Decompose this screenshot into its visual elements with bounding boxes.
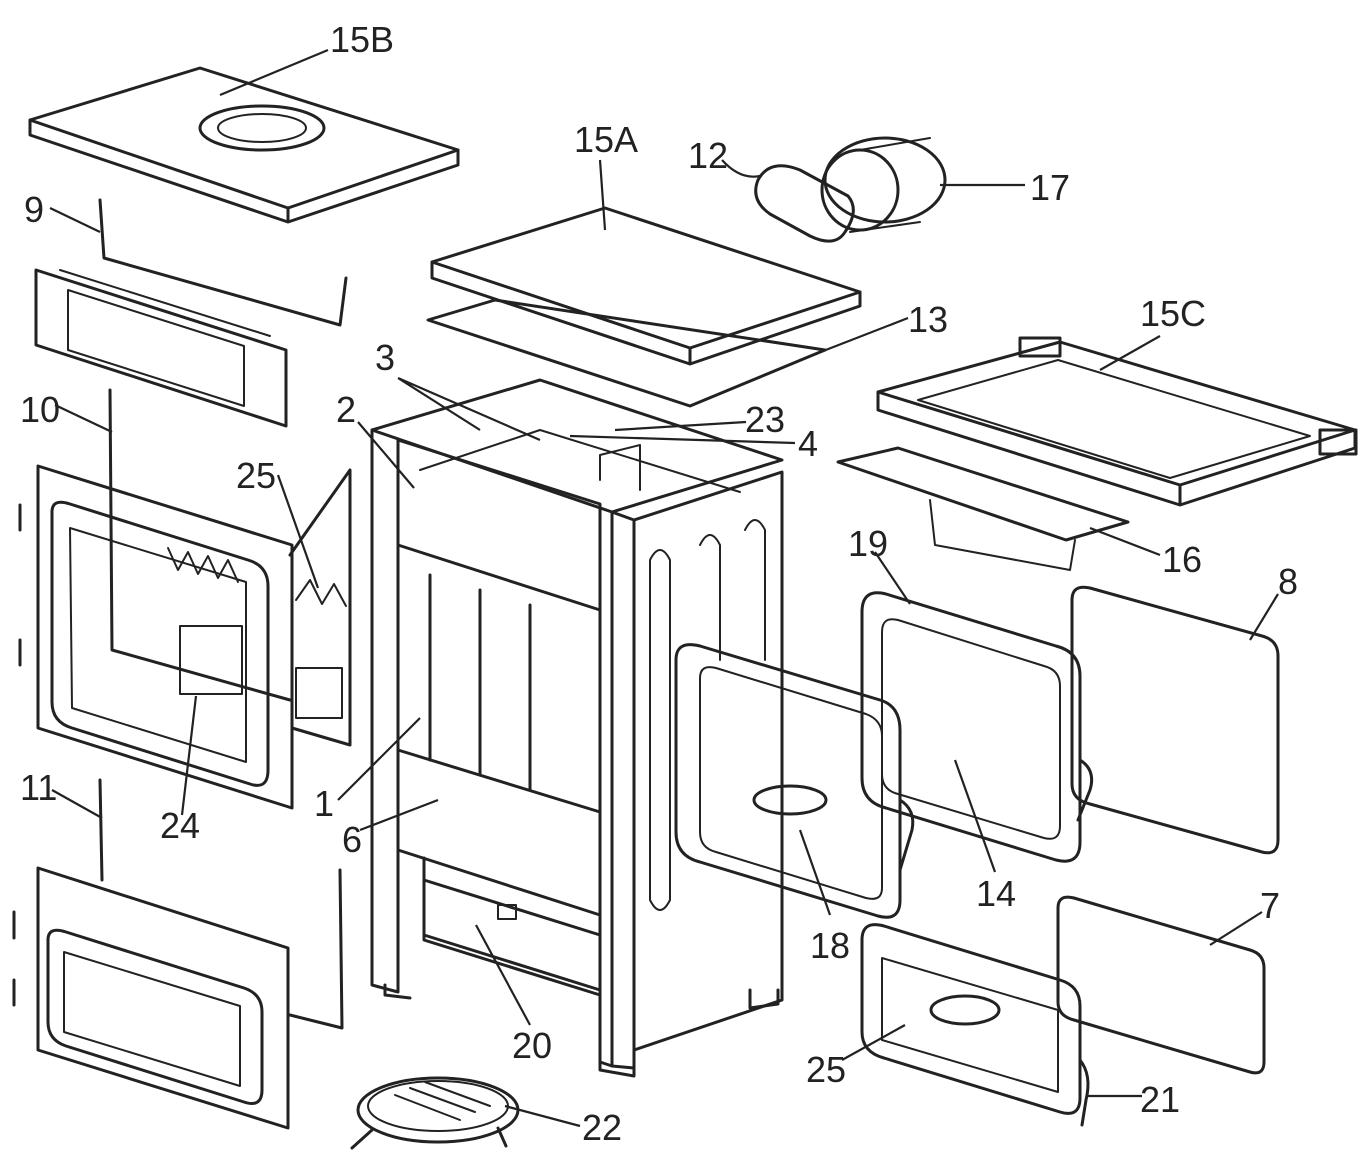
upper-side-panel (34, 268, 288, 428)
label-24: 24 (160, 805, 200, 846)
label-7: 7 (1260, 885, 1280, 926)
rod-11 (98, 778, 104, 882)
rod-10 (108, 388, 292, 702)
label-15a: 15A (574, 119, 638, 160)
lower-door-25 (860, 923, 1090, 1127)
label-3: 3 (375, 337, 395, 378)
rod-lower-bend (288, 868, 344, 1030)
label-11: 11 (20, 767, 57, 808)
label-13: 13 (908, 299, 948, 340)
rod-9 (98, 198, 348, 327)
label-8: 8 (1278, 561, 1298, 602)
glass-7 (1056, 895, 1266, 1075)
label-16: 16 (1162, 539, 1202, 580)
label-18: 18 (810, 925, 850, 966)
label-15b: 15B (330, 19, 394, 60)
leader-lines (49, 48, 1279, 1128)
label-15c: 15C (1140, 293, 1206, 334)
glass-door-19 (860, 591, 1094, 863)
baffle-16 (836, 446, 1130, 571)
screws (12, 503, 22, 1007)
stove-body (370, 378, 784, 1078)
label-2: 2 (336, 389, 356, 430)
top-plate-15a (430, 206, 862, 366)
gasket-13 (426, 298, 827, 408)
top-plate-15c (876, 336, 1358, 507)
label-22: 22 (582, 1107, 622, 1148)
flue-collar-17 (754, 136, 947, 243)
part-labels: 15B 15A 12 17 9 13 15C 3 2 23 4 10 25 16… (20, 19, 1298, 1148)
label-20: 20 (512, 1025, 552, 1066)
label-1: 1 (314, 783, 334, 824)
label-4: 4 (798, 423, 818, 464)
label-19: 19 (848, 523, 888, 564)
label-25-lower: 25 (806, 1049, 846, 1090)
lower-side-panel (36, 866, 290, 1130)
label-9: 9 (24, 189, 44, 230)
label-12: 12 (688, 135, 728, 176)
label-25-upper: 25 (236, 455, 276, 496)
clip-25-upper (288, 468, 352, 747)
label-10: 10 (20, 389, 60, 430)
glass-8 (1070, 585, 1280, 855)
top-plate-15b (28, 66, 460, 224)
label-21: 21 (1140, 1079, 1180, 1120)
label-23: 23 (745, 399, 785, 440)
grate-22 (350, 1076, 520, 1150)
label-14: 14 (976, 873, 1016, 914)
ash-pan-20 (422, 878, 602, 997)
side-door-panel-24 (36, 464, 294, 810)
label-17: 17 (1030, 167, 1070, 208)
label-6: 6 (342, 819, 362, 860)
main-door-18 (674, 643, 915, 919)
